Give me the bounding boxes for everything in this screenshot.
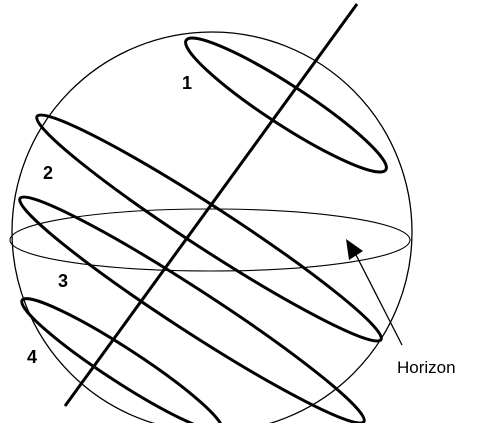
orbit-label-4: 4 xyxy=(27,347,37,367)
horizon-plane xyxy=(10,209,410,271)
star-path-4 xyxy=(13,286,231,423)
star-path-2 xyxy=(26,99,393,358)
horizon-label: Horizon xyxy=(397,358,456,377)
star-path-1 xyxy=(175,23,396,186)
orbit-label-3: 3 xyxy=(58,271,68,291)
orbit-label-1: 1 xyxy=(182,73,192,93)
celestial-sphere xyxy=(12,32,412,423)
orbit-label-2: 2 xyxy=(43,163,53,183)
star-path-3 xyxy=(9,181,376,423)
horizon-arrowhead-icon xyxy=(346,239,363,260)
